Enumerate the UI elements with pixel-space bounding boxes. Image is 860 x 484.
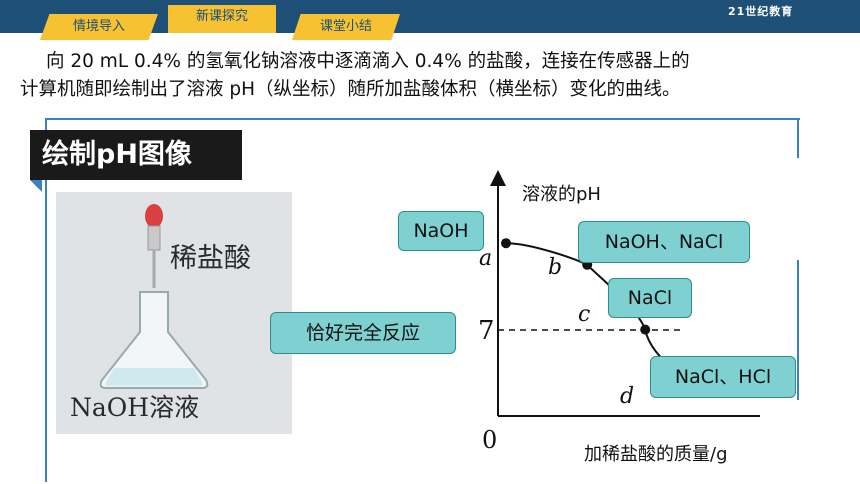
callout-nacl: NaCl xyxy=(608,278,692,318)
x-axis-label: 加稀盐酸的质量/g xyxy=(584,444,728,465)
ph7-label: 7 xyxy=(478,316,495,346)
flask-dropper-illustration xyxy=(99,204,209,389)
tab-summary[interactable]: 课堂小结 xyxy=(292,14,400,40)
content-frame-right-lower xyxy=(797,260,799,400)
content-frame xyxy=(45,118,800,482)
dropper-label: 稀盐酸 xyxy=(170,243,251,274)
tab-explore[interactable]: 新课探究 xyxy=(168,5,276,33)
point-c-label: c xyxy=(578,302,591,327)
intro-line-1: 向 20 mL 0.4% 的氢氧化钠溶液中逐滴滴入 0.4% 的盐酸，连接在传感… xyxy=(46,51,690,72)
point-d-label: d xyxy=(620,384,635,409)
point-a xyxy=(501,238,511,249)
flask-outline xyxy=(99,291,209,389)
intro-line-2: 计算机随即绘制出了溶液 pH（纵坐标）随所加盐酸体积（横坐标）变化的曲线。 xyxy=(20,79,681,100)
origin-label: 0 xyxy=(482,426,498,454)
content-frame-right xyxy=(797,118,799,158)
dropper-bulb xyxy=(145,204,163,228)
point-c xyxy=(640,324,651,335)
dropper-body xyxy=(147,225,161,251)
callout-nacl-hcl: NaCl、HCl xyxy=(650,356,796,398)
flask-liquid xyxy=(105,368,203,386)
intro-text: 向 20 mL 0.4% 的氢氧化钠溶液中逐滴滴入 0.4% 的盐酸，连接在传感… xyxy=(20,48,850,104)
title-corner xyxy=(30,180,42,192)
point-a-label: a xyxy=(479,246,493,271)
brand-logo: 21世纪教育 xyxy=(728,5,794,18)
section-title: 绘制pH图像 xyxy=(30,130,242,180)
callout-naoh-nacl: NaOH、NaCl xyxy=(578,221,750,263)
ph-chart xyxy=(490,170,760,417)
callout-neutral: 恰好完全反应 xyxy=(270,312,456,354)
flask-label: NaOH溶液 xyxy=(70,393,200,422)
experiment-photo xyxy=(56,192,292,434)
callout-naoh: NaOH xyxy=(398,211,484,251)
y-axis-label: 溶液的pH xyxy=(522,184,601,205)
point-b-label: b xyxy=(548,255,563,280)
tab-intro[interactable]: 情境导入 xyxy=(40,14,158,40)
